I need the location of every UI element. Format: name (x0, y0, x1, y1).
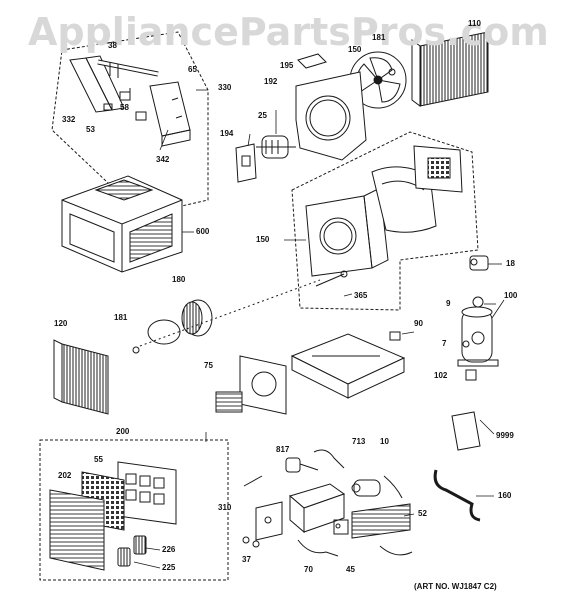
mounting-brackets (103, 62, 147, 121)
label-194: 194 (220, 129, 234, 138)
front-grille (49, 489, 105, 571)
label-192: 192 (264, 77, 278, 86)
motor-mount (235, 143, 257, 183)
label-55: 55 (94, 455, 103, 464)
label-600: 600 (196, 227, 210, 236)
label-160: 160 (498, 491, 512, 500)
label-9: 9 (446, 299, 451, 308)
site-watermark: AppliancePartsPros.com (28, 10, 549, 54)
label-225: 225 (162, 563, 176, 572)
control-knobs (117, 535, 147, 567)
label-45: 45 (346, 565, 355, 574)
blower-ring (147, 319, 181, 345)
grommet-9 (472, 296, 484, 308)
fan-shroud (295, 71, 367, 161)
wire-harness-10 (383, 475, 403, 499)
label-817: 817 (276, 445, 290, 454)
bulkhead-panel (215, 355, 287, 415)
selector-switch (285, 457, 319, 473)
thermostat (255, 501, 283, 541)
clip-181-bottom (132, 346, 140, 354)
label-332: 332 (62, 115, 76, 124)
label-330: 330 (218, 83, 232, 92)
label-195: 195 (280, 61, 294, 70)
screw-37b (252, 540, 260, 548)
run-capacitor (351, 479, 381, 497)
control-box (288, 483, 346, 534)
condenser-coil (411, 31, 489, 107)
label-25: 25 (258, 111, 267, 120)
label-9999: 9999 (496, 431, 514, 440)
label-181-top: 181 (372, 33, 386, 42)
blower-wheel (181, 299, 213, 337)
label-58: 58 (120, 103, 129, 112)
label-150-fan: 150 (348, 45, 362, 54)
front-panel (117, 461, 177, 525)
label-7: 7 (442, 339, 447, 348)
thermostat-bulb (315, 270, 348, 287)
wire-lead-52 (379, 545, 413, 556)
label-10: 10 (380, 437, 389, 446)
label-37: 37 (242, 555, 251, 564)
label-150-housing: 150 (256, 235, 270, 244)
label-38: 38 (108, 41, 117, 50)
outer-cabinet (61, 175, 183, 273)
label-100: 100 (504, 291, 518, 300)
scroll-housing (371, 145, 463, 233)
power-cord (297, 539, 339, 557)
bracket-195 (297, 53, 327, 69)
terminal-block (333, 519, 349, 535)
group-box-mounting-rails (51, 31, 209, 216)
evaporator-housing (305, 187, 389, 277)
lamp-wire (243, 475, 263, 487)
wiring-diagram-card (451, 411, 481, 451)
group-box-front-grille (39, 439, 229, 581)
label-53: 53 (86, 125, 95, 134)
evaporator-coil (53, 339, 109, 415)
base-pan (290, 331, 406, 399)
label-202: 202 (58, 471, 72, 480)
clip-181-top (388, 68, 396, 76)
overload-protector (469, 255, 489, 271)
grommet-7 (462, 340, 470, 348)
drain-tube (433, 469, 481, 522)
label-102: 102 (434, 371, 448, 380)
label-90: 90 (414, 319, 423, 328)
label-200: 200 (116, 427, 130, 436)
screw-37a (242, 536, 250, 544)
label-18: 18 (506, 259, 515, 268)
label-310: 310 (218, 503, 232, 512)
compressor (457, 306, 499, 381)
label-120: 120 (54, 319, 68, 328)
wire-harness-713 (313, 449, 345, 469)
fan-motor (256, 135, 296, 159)
label-75: 75 (204, 361, 213, 370)
label-70: 70 (304, 565, 313, 574)
label-110: 110 (468, 19, 481, 28)
label-52: 52 (418, 509, 427, 518)
side-rail-right (149, 81, 191, 147)
label-713: 713 (352, 437, 366, 446)
label-365: 365 (354, 291, 368, 300)
label-181-bottom: 181 (114, 313, 128, 322)
label-65: 65 (188, 65, 197, 74)
group-box-housing (291, 131, 479, 311)
cover-plate (351, 503, 411, 539)
label-226: 226 (162, 545, 176, 554)
label-342: 342 (156, 155, 170, 164)
label-180: 180 (172, 275, 186, 284)
art-number: (ART NO. WJ1847 C2) (414, 582, 497, 591)
